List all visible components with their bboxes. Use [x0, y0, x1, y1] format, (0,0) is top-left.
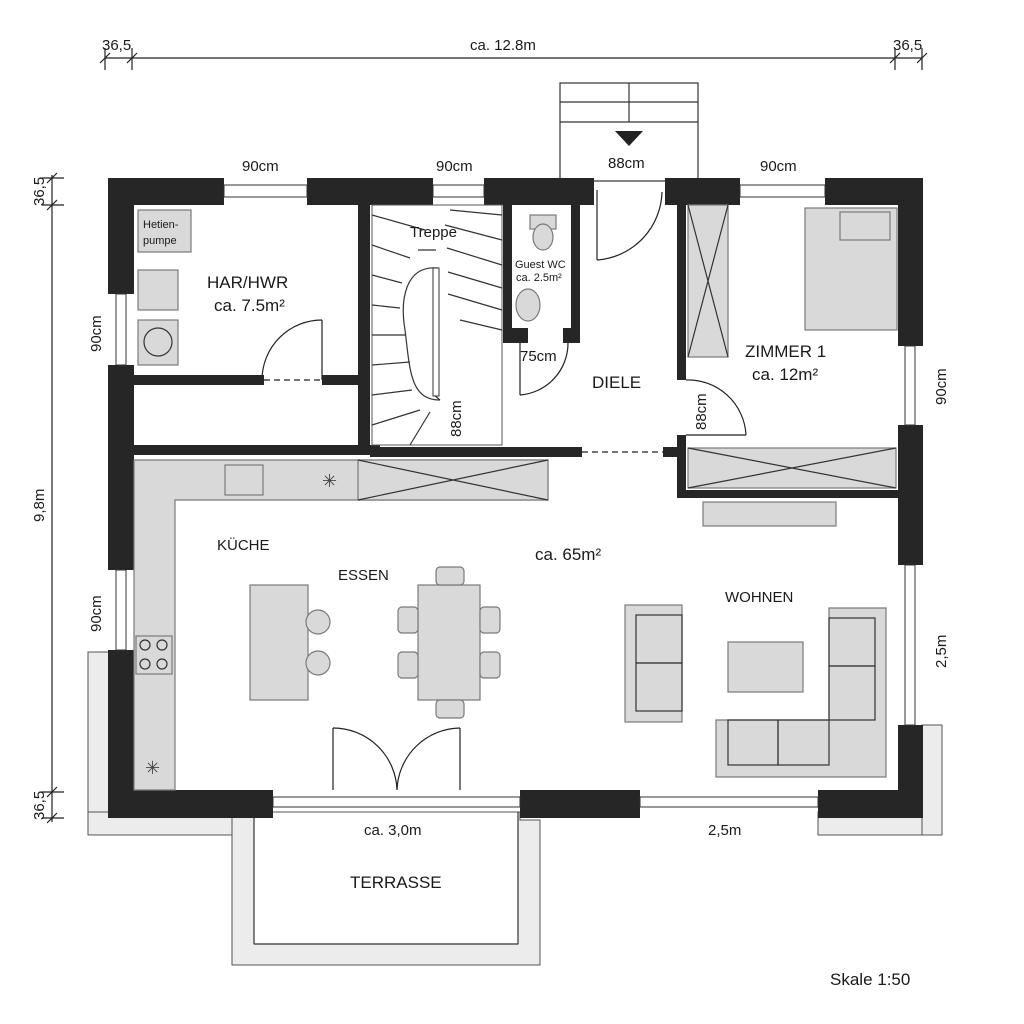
exterior-walls: [108, 178, 923, 818]
dim-window-top-3: 90cm: [760, 158, 797, 175]
room-wc-name: Guest WC: [515, 259, 566, 271]
tv-sideboard: [702, 501, 837, 527]
staircase: [371, 204, 503, 446]
room-wohnen: WOHNEN: [725, 589, 793, 606]
dim-window-bottom-2: 2,5m: [708, 822, 741, 839]
coffee-table: [727, 641, 804, 693]
kitchen-island: [249, 584, 309, 701]
dim-top-total: ca. 12.8m: [470, 37, 536, 54]
dim-window-right-2: 2,5m: [933, 635, 950, 668]
room-terrasse: TERRASSE: [350, 873, 442, 892]
room-stairs: Treppe: [410, 224, 457, 241]
dim-window-bottom-1: ca. 3,0m: [364, 822, 422, 839]
freezer-icon: ✳: [145, 758, 160, 779]
washing-machine: [137, 269, 179, 311]
scale-label: Skale 1:50: [830, 970, 910, 989]
interior-walls: [132, 195, 898, 498]
room-har-name: HAR/HWR: [207, 273, 288, 292]
room-kueche: KÜCHE: [217, 536, 270, 554]
heat-pump: [137, 209, 192, 253]
fridge-icon: ✳: [322, 471, 337, 492]
entrance-steps: [559, 82, 699, 182]
wc-sink: [515, 288, 541, 322]
room-diele: DIELE: [592, 373, 641, 392]
dim-left-bottom: 36,5: [31, 791, 48, 820]
dim-window-left-1: 90cm: [88, 315, 105, 352]
dim-entrance: 88cm: [608, 155, 645, 172]
fixtures: ✳ ✳: [133, 204, 898, 791]
dim-zimmer-door: 88cm: [693, 393, 710, 430]
dim-top-right: 36,5: [893, 37, 922, 54]
windows: [115, 184, 916, 808]
entrance-arrow-icon: [615, 131, 643, 146]
room-har-area: ca. 7.5m²: [214, 296, 285, 315]
room-wc-area: ca. 2.5m²: [516, 272, 562, 284]
doors: [261, 190, 747, 791]
dimension-lines: [42, 48, 928, 824]
dim-left-top: 36,5: [31, 177, 48, 206]
bar-stool: [305, 609, 331, 635]
dim-stair-width: 88cm: [448, 400, 465, 437]
dim-window-right-1: 90cm: [933, 368, 950, 405]
heat-pump-label-1: Hetien-: [143, 219, 179, 231]
bar-stool: [305, 650, 331, 676]
room-zimmer-name: ZIMMER 1: [745, 342, 826, 361]
dim-left-total: 9,8m: [31, 489, 48, 522]
dining-table: [417, 584, 481, 701]
kitchen-sink: [224, 464, 264, 496]
room-essen: ESSEN: [338, 567, 389, 584]
dim-window-top-2: 90cm: [436, 158, 473, 175]
room-zimmer-area: ca. 12m²: [752, 365, 818, 384]
dim-wc-door: 75cm: [520, 348, 557, 365]
dim-top-left: 36,5: [102, 37, 131, 54]
dim-window-top-1: 90cm: [242, 158, 279, 175]
dim-window-left-2: 90cm: [88, 595, 105, 632]
heat-pump-label-2: pumpe: [143, 235, 177, 247]
room-living-area: ca. 65m²: [535, 545, 601, 564]
